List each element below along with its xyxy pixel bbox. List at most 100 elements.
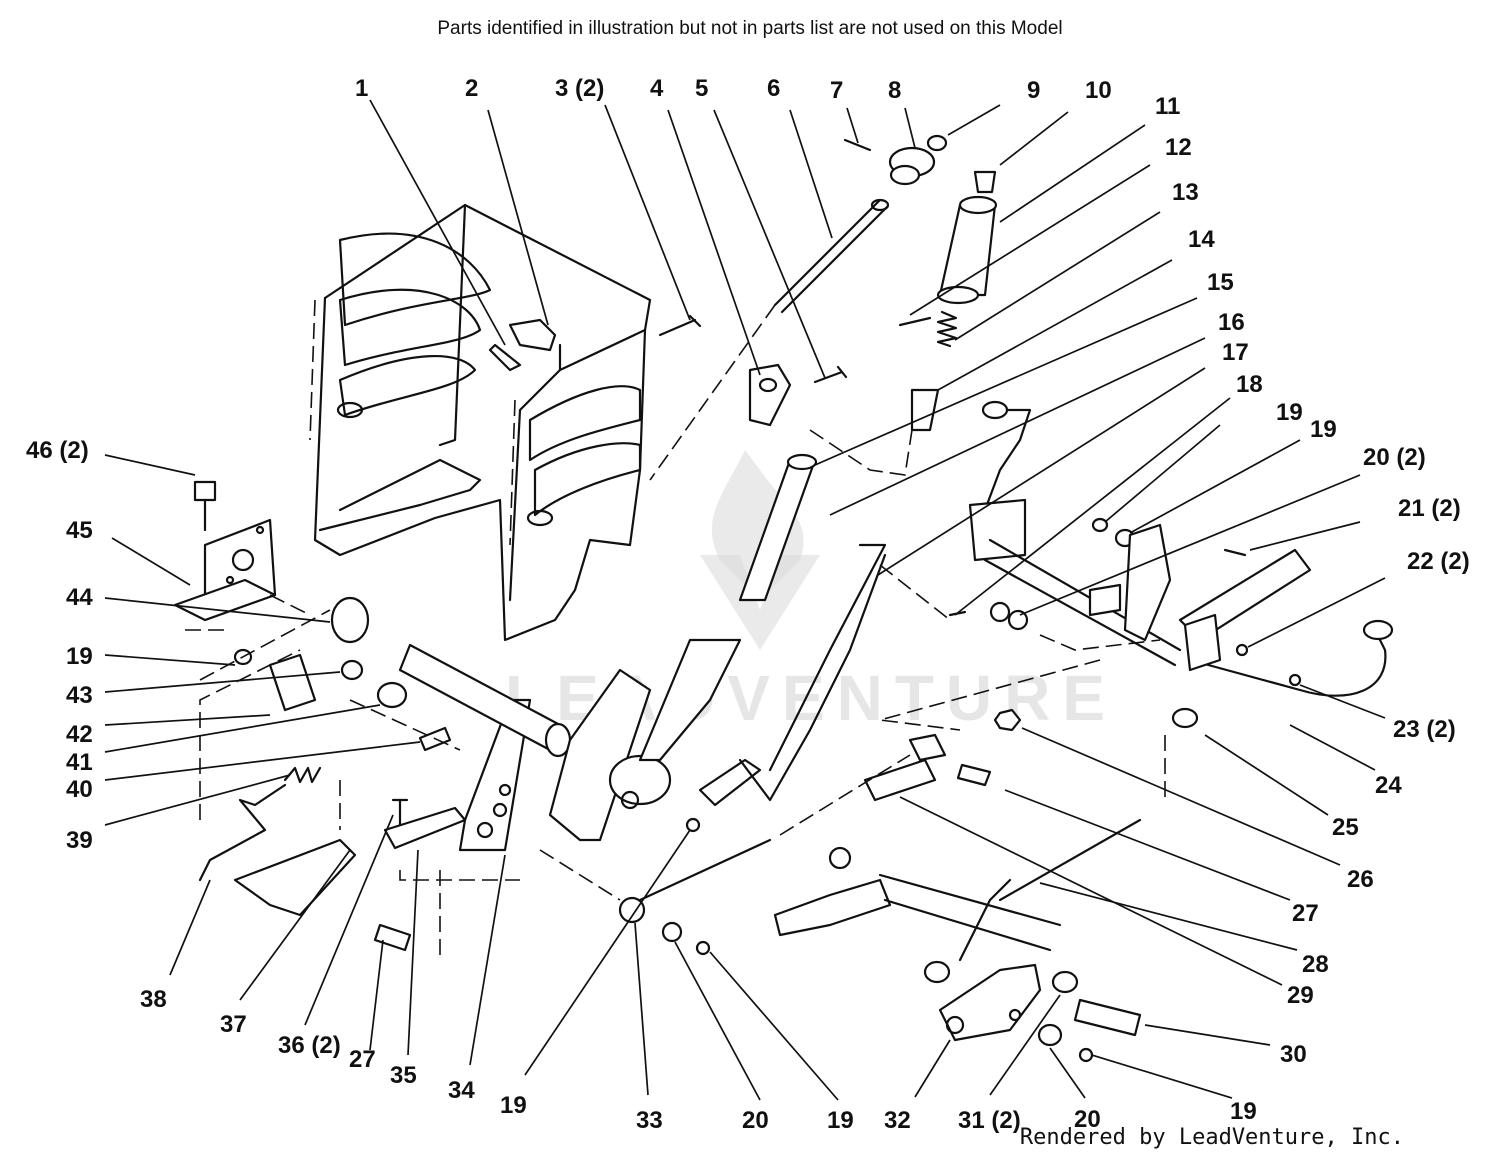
callout-label: 36 (2) [278, 1032, 341, 1059]
part-35-plate [383, 806, 467, 850]
part-38-rod [198, 783, 287, 882]
callout-label: 39 [66, 827, 93, 854]
part-9-washer [926, 134, 948, 152]
part-24-pedal-arm [1178, 548, 1394, 697]
footer-credit: Rendered by LeadVenture, Inc. [1019, 1125, 1404, 1150]
part-20-washer-pair-b [1007, 609, 1029, 631]
callout-label: 12 [1165, 134, 1192, 161]
watermark-logo [700, 450, 820, 650]
callout-label: 38 [140, 986, 167, 1013]
part-26-bushing [908, 733, 947, 762]
part-27-pin-left [373, 923, 412, 952]
callout-label: 19 [500, 1092, 527, 1119]
assembly-lines [185, 304, 1166, 955]
header-note: Parts identified in illustration but not… [437, 18, 1063, 39]
part-6-shaft [773, 198, 890, 314]
part-23-nut [1288, 673, 1302, 687]
callout-label: 40 [66, 776, 93, 803]
part-17-rod [698, 758, 762, 807]
leader-lines [104, 99, 1386, 1101]
control-housing [309, 203, 652, 642]
callout-label: 31 (2) [958, 1107, 1021, 1134]
callout-label: 19 [1230, 1098, 1257, 1125]
callout-label: 43 [66, 682, 93, 709]
callout-label: 19 [827, 1107, 854, 1134]
callout-label: 7 [830, 77, 843, 104]
part-26-nut [993, 708, 1022, 732]
callout-label: 22 (2) [1407, 548, 1470, 575]
part-20-washer-bottom [1037, 1023, 1063, 1047]
callout-label: 18 [1236, 371, 1263, 398]
part-43-washer [340, 659, 364, 681]
part-11-grip [936, 195, 998, 305]
part-25-fitting [1171, 707, 1199, 729]
callout-label: 21 (2) [1398, 495, 1461, 522]
callout-label: 8 [888, 77, 901, 104]
callout-label: 45 [66, 517, 93, 544]
callout-label: 27 [1292, 900, 1319, 927]
part-30-pin [1073, 998, 1142, 1037]
part-37-plate [233, 838, 357, 917]
callout-label: 6 [767, 75, 780, 102]
callout-label: 17 [1222, 339, 1249, 366]
callout-label: 46 (2) [26, 437, 89, 464]
callout-label: 23 (2) [1393, 716, 1456, 743]
callout-label: 19 [1276, 399, 1303, 426]
part-45-bracket [173, 518, 277, 622]
part-7-pin [843, 138, 872, 152]
callout-label: 30 [1280, 1041, 1307, 1068]
callout-label: 44 [66, 584, 93, 611]
callout-label: 20 [742, 1107, 769, 1134]
callout-label: 29 [1287, 982, 1314, 1009]
callout-label: 1 [355, 75, 368, 102]
callout-label: 14 [1188, 226, 1215, 253]
callout-label: 3 (2) [555, 75, 604, 102]
part-42-bracket [268, 653, 317, 712]
callout-label: 28 [1302, 951, 1329, 978]
pivot-shaft [398, 643, 572, 758]
callout-label: 15 [1207, 269, 1234, 296]
part-19-bracket [1088, 523, 1172, 642]
callout-label: 32 [884, 1107, 911, 1134]
part-5-bolt [813, 365, 848, 384]
callout-label: 4 [650, 75, 664, 102]
callout-label: 19 [66, 643, 93, 670]
part-39-spring [283, 766, 322, 784]
part-21-bolt [1223, 548, 1247, 557]
part-19-clip-center [695, 940, 711, 956]
part-27-pin-right [956, 763, 992, 787]
callout-labels: 1 2 3 (2) 4 5 6 7 8 9 10 11 12 13 14 15 … [26, 75, 1470, 1134]
part-19-clip-right [1091, 517, 1109, 533]
callout-label: 9 [1027, 77, 1040, 104]
part-34-lever-arm [458, 698, 532, 852]
callout-label: 20 (2) [1363, 444, 1426, 471]
callout-label: 24 [1375, 772, 1402, 799]
part-41-bushing [376, 681, 408, 709]
part-19-clip-mid [685, 817, 701, 833]
callout-label: 26 [1347, 866, 1374, 893]
callout-label: 41 [66, 749, 93, 776]
part-44-bushing [330, 596, 370, 644]
callout-label: 35 [390, 1062, 417, 1089]
part-19-clip-bottom [1078, 1047, 1094, 1063]
part-16-lever-plate [738, 543, 887, 802]
part-15-tube [738, 453, 818, 602]
part-4-bracket [748, 363, 792, 427]
callout-label: 33 [636, 1107, 663, 1134]
callout-label: 37 [220, 1011, 247, 1038]
part-29-tube [863, 758, 937, 802]
part-32-lever [773, 846, 1062, 1042]
callout-label: 20 [1074, 1106, 1101, 1133]
part-46-bolt [193, 480, 217, 532]
callout-label: 2 [465, 75, 478, 102]
callout-label: 25 [1332, 814, 1359, 841]
part-8-knob [888, 146, 936, 186]
part-13-spring [936, 310, 958, 348]
callout-label: 19 [1310, 416, 1337, 443]
part-19-clip-left [233, 648, 253, 666]
part-12-pin [898, 316, 932, 327]
callout-label: 11 [1155, 93, 1180, 120]
part-2-clip [488, 318, 557, 372]
part-20-washer-pair-a [989, 601, 1011, 623]
